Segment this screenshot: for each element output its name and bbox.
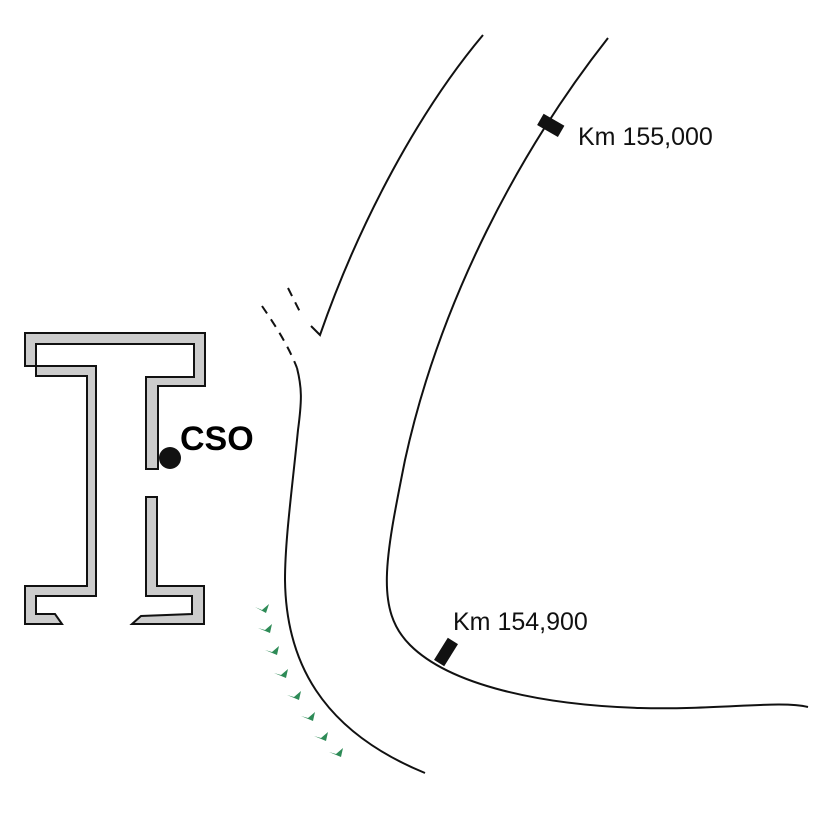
grass-tuft-icon <box>301 712 315 721</box>
km-marker-lower-icon <box>434 637 458 667</box>
river-left-bank-lower <box>283 367 426 774</box>
river-right-bank <box>385 37 809 710</box>
km-lower-label: Km 154,900 <box>453 608 588 636</box>
grass-tuft-icon <box>314 732 328 741</box>
building-outline <box>24 332 206 625</box>
river-left-bank-upper <box>310 34 484 337</box>
km-marker-upper-icon <box>537 113 565 138</box>
km-upper-label: Km 155,000 <box>578 123 713 151</box>
grass-tuft-icon <box>258 624 272 633</box>
building-left-half <box>24 332 206 625</box>
side-channel-dashed <box>261 287 301 369</box>
grass-tuft-icon <box>329 748 343 757</box>
grass-tuft-icon <box>274 669 288 678</box>
grass-tuft-icon <box>255 604 269 613</box>
grass-tuft-icon <box>287 691 301 700</box>
side-channel-left-dash <box>261 305 298 369</box>
cso-label: CSO <box>180 420 254 458</box>
grass-tuft-icon <box>265 646 279 655</box>
building-right-half <box>129 496 205 625</box>
vegetation-markers <box>255 604 343 757</box>
side-channel-upper-dash <box>287 287 301 313</box>
cso-point-icon <box>159 447 181 469</box>
river-channel <box>283 34 809 774</box>
